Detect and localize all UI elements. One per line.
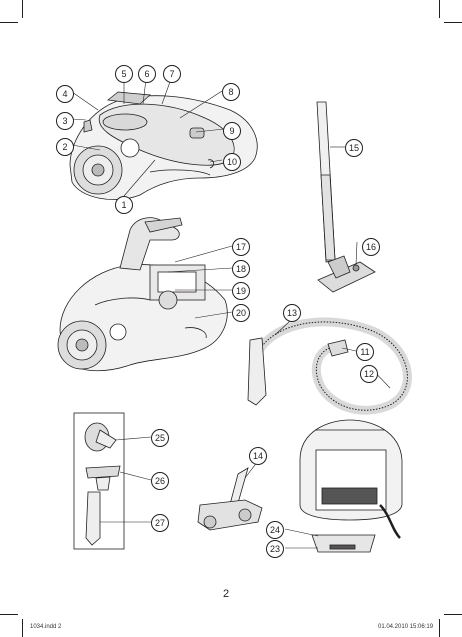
accessories (84, 422, 121, 546)
callout-15: 15 (345, 139, 363, 157)
callout-11: 11 (356, 343, 374, 361)
page-number: 2 (223, 588, 230, 600)
callout-6: 6 (138, 65, 156, 83)
callout-27: 27 (151, 514, 169, 532)
callout-19: 19 (232, 282, 250, 300)
footer-timestamp: 01.04.2010 15:06:19 (378, 624, 434, 630)
callout-23: 23 (266, 540, 284, 558)
callout-24: 24 (266, 521, 284, 539)
callout-12: 12 (360, 365, 378, 383)
crop-mark (444, 614, 462, 615)
callout-17: 17 (232, 238, 250, 256)
callout-2: 2 (56, 138, 74, 156)
crop-mark (439, 619, 440, 637)
crop-mark (439, 0, 440, 18)
callout-1: 1 (115, 196, 133, 214)
callout-3: 3 (56, 112, 74, 130)
crop-mark (0, 614, 18, 615)
rear-view (299, 419, 403, 553)
turbo-brush (197, 467, 263, 531)
callout-13: 13 (283, 304, 301, 322)
hose (247, 317, 412, 415)
callout-10: 10 (223, 153, 241, 171)
callout-7: 7 (163, 65, 181, 83)
callout-18: 18 (232, 260, 250, 278)
callout-4: 4 (56, 85, 74, 103)
callout-5: 5 (115, 65, 133, 83)
crop-mark (444, 22, 462, 23)
vacuum-top-view (69, 91, 258, 201)
crop-mark (22, 619, 23, 637)
callout-16: 16 (362, 238, 380, 256)
footer-file-name: 1034.indd 2 (30, 624, 62, 630)
callout-26: 26 (151, 472, 169, 490)
crop-mark (22, 0, 23, 18)
crop-mark (0, 22, 18, 23)
telescopic-tube (316, 101, 376, 293)
callout-8: 8 (222, 83, 240, 101)
callout-25: 25 (151, 429, 169, 447)
callout-14: 14 (249, 447, 267, 465)
callout-20: 20 (232, 304, 250, 322)
vacuum-open-view (57, 217, 228, 372)
callout-9: 9 (223, 122, 241, 140)
